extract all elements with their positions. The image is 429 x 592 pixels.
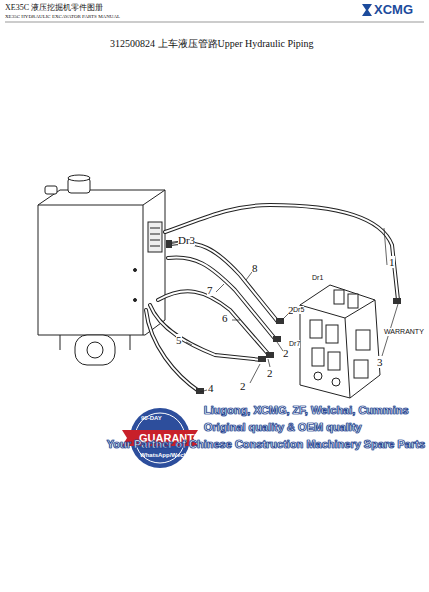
callout-number: 6 <box>222 312 228 324</box>
header-rule <box>5 22 424 23</box>
port-label: Dr5 <box>293 306 304 314</box>
badge-text: WhatsApp/Wechat: 86-18669856087 <box>140 452 242 459</box>
callout-number: 2 <box>283 347 289 359</box>
hydraulic-tank <box>38 175 165 365</box>
callout-number: 5 <box>176 334 182 346</box>
badge-text: 90-DAY <box>141 415 162 422</box>
header-text: XE35C 液压挖掘机零件图册 <box>5 4 103 13</box>
page-title: 312500824 上车液压管路Upper Hydraulic Piping <box>110 38 314 49</box>
callout-number: 8 <box>252 262 258 274</box>
callout-number: 1 <box>389 256 395 268</box>
callout-number: Dr3 <box>178 234 195 246</box>
header-subtext: XE35C HYDRAULIC EXCAVATOR PARTS MANUAL <box>5 14 120 20</box>
watermark: Original quality & OEM quality <box>204 421 362 433</box>
port-label: WARRANTY <box>384 328 424 336</box>
callout-number: 2 <box>267 367 273 379</box>
callout-number: 2 <box>240 380 246 392</box>
watermark: Your Partner of Chinese Construction Mac… <box>107 438 425 450</box>
callout-number: 7 <box>207 284 213 296</box>
xcmg-logo-mark <box>362 4 372 16</box>
control-valve <box>300 285 380 398</box>
leader-lines <box>171 228 398 392</box>
port-label: Dr1 <box>312 274 323 282</box>
brand-logo: XCMG <box>374 3 413 17</box>
callout-number: 3 <box>377 356 383 368</box>
watermark: Liugong, XCMG, ZF, Weichai, Cummins <box>204 404 409 416</box>
port-label: Dr7 <box>289 340 300 348</box>
callout-number: 4 <box>208 382 214 394</box>
